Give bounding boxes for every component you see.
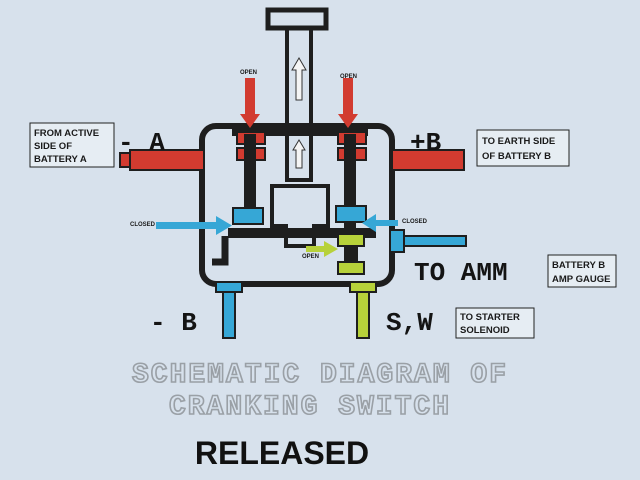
top-contact-bridge — [232, 128, 368, 136]
to-starter-solenoid-box: TO STARTER SOLENOID — [455, 307, 535, 339]
from-active-battery-a-box: FROM ACTIVE SIDE OF BATTERY A — [29, 122, 115, 168]
plunger-handle — [265, 7, 329, 182]
title-line-2: CRANKING SWITCH — [169, 392, 451, 423]
title-line-1: SCHEMATIC DIAGRAM OF — [132, 360, 508, 391]
terminal-label-plus-b: +B — [410, 128, 442, 158]
terminal-label-minus-a: - A — [118, 128, 165, 158]
closed-label-left: CLOSED — [130, 222, 156, 228]
right-red-terminal — [337, 131, 465, 171]
amm-terminal — [389, 229, 467, 253]
open-label-left: OPEN — [240, 70, 257, 76]
terminal-label-minus-b: - B — [150, 308, 197, 338]
svg-text:OF BATTERY B: OF BATTERY B — [482, 151, 551, 162]
closed-arrow-left-icon — [156, 216, 232, 235]
to-earth-battery-b-box: TO EARTH SIDE OF BATTERY B — [476, 129, 570, 167]
sw-terminal — [349, 281, 377, 339]
closed-arrow-right-icon — [362, 214, 398, 232]
state-label: RELEASED — [195, 435, 369, 471]
svg-text:TO STARTER: TO STARTER — [460, 312, 520, 323]
open-label-green: OPEN — [302, 254, 319, 260]
left-contact-stem — [244, 134, 256, 224]
plunger-lower-arrow-icon — [292, 139, 306, 169]
terminal-label-sw: S,W — [386, 308, 433, 338]
open-arrow-left-icon — [240, 78, 260, 128]
left-blue-contact — [212, 207, 264, 266]
middle-contact-bar — [228, 228, 376, 238]
green-contact — [337, 233, 365, 275]
svg-text:AMP GAUGE: AMP GAUGE — [552, 274, 610, 285]
minus-b-terminal — [215, 281, 243, 339]
svg-text:SIDE OF: SIDE OF — [34, 141, 72, 152]
open-label-right: OPEN — [340, 74, 357, 80]
switch-housing — [199, 123, 395, 287]
terminal-label-to-amm: TO AMM — [414, 258, 508, 288]
svg-text:BATTERY B: BATTERY B — [552, 260, 605, 271]
svg-text:FROM ACTIVE: FROM ACTIVE — [34, 128, 99, 139]
right-blue-contact — [335, 205, 367, 223]
open-arrow-green-icon — [306, 241, 338, 257]
svg-text:SOLENOID: SOLENOID — [460, 325, 510, 336]
plunger-arrow-up-icon — [291, 57, 307, 101]
open-arrow-right-icon — [338, 78, 358, 128]
closed-label-right: CLOSED — [402, 219, 428, 225]
svg-text:TO EARTH SIDE: TO EARTH SIDE — [482, 136, 555, 147]
svg-text:BATTERY A: BATTERY A — [34, 154, 87, 165]
battery-b-amp-gauge-box: BATTERY B AMP GAUGE — [547, 254, 617, 288]
